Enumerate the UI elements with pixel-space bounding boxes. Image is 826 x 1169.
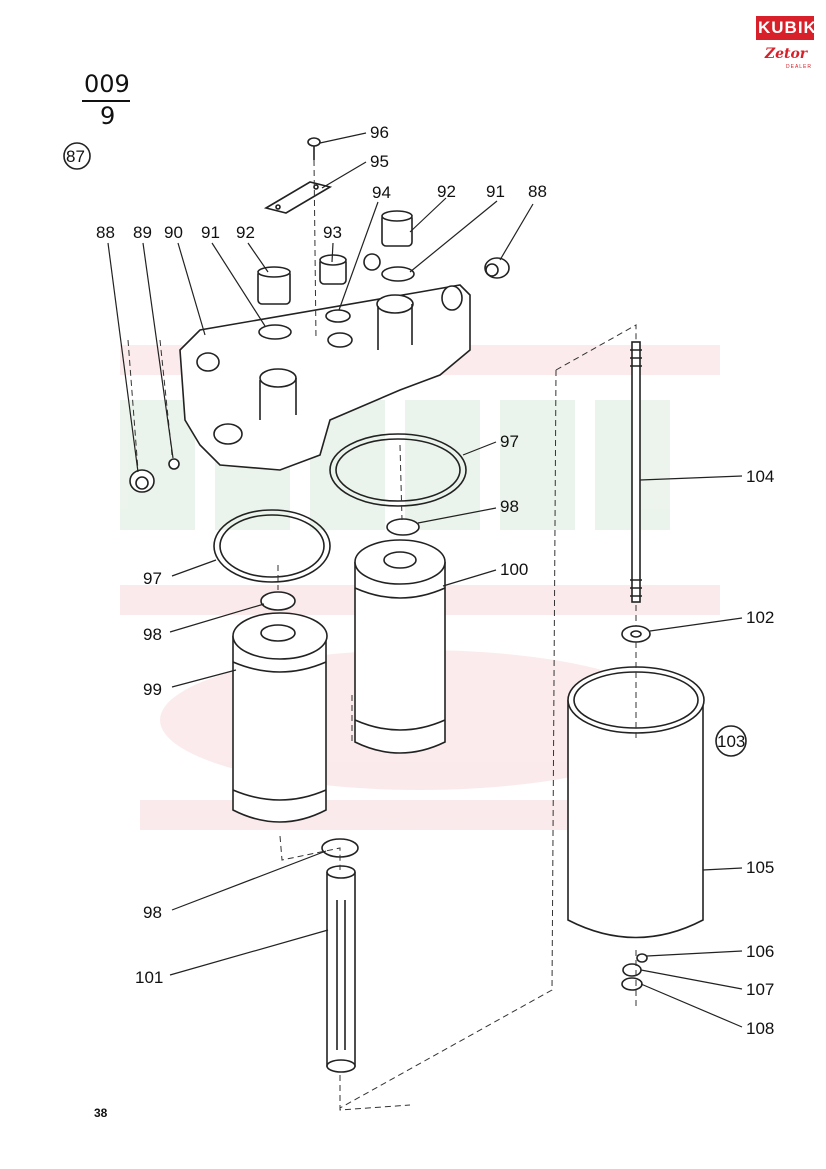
seal-94 [325, 309, 351, 323]
callout-97-right: 97 [500, 432, 519, 451]
callout-94: 94 [372, 183, 391, 202]
figure-divider [82, 100, 130, 102]
logo-brand-text: KUBIK [758, 18, 817, 37]
plug-92-right [381, 210, 413, 247]
plate-95 [263, 181, 333, 214]
callout-89: 89 [133, 223, 152, 242]
plug-88-left [129, 469, 155, 493]
tube-101 [326, 865, 356, 1073]
callout-91-right: 91 [486, 182, 505, 201]
filter-element-99 [232, 612, 328, 823]
callout-88-left: 88 [96, 223, 115, 242]
callout-101: 101 [135, 968, 163, 987]
callout-92-right: 92 [437, 182, 456, 201]
seal-98-left [260, 591, 296, 611]
logo-tagline-text: DEALER [786, 64, 813, 70]
figure-sub-number: 9 [100, 102, 116, 130]
callout-102: 102 [746, 608, 774, 627]
callout-98-upper: 98 [500, 497, 519, 516]
assembly-centerlines [127, 159, 637, 1111]
seal-91-left [258, 324, 292, 340]
callout-104: 104 [746, 467, 774, 486]
washer-108 [621, 977, 643, 991]
callout-100: 100 [500, 560, 528, 579]
callout-106: 106 [746, 942, 774, 961]
callout-98-left: 98 [143, 625, 162, 644]
callout-103: 103 [717, 732, 745, 751]
nut-107 [622, 963, 642, 977]
logo-red-box [756, 16, 814, 40]
figure-number: 009 [84, 70, 130, 98]
assembly-label-87: 87 [63, 142, 91, 170]
plug-88-right [484, 257, 510, 279]
rod-104 [630, 341, 642, 603]
callout-107: 107 [746, 980, 774, 999]
callout-87: 87 [66, 147, 85, 166]
assembly-label-103 [715, 725, 747, 757]
callout-98-lower: 98 [143, 903, 162, 922]
bowl-105 [567, 666, 705, 939]
filter-head-housing-90 [179, 253, 471, 471]
screw-96 [307, 137, 321, 160]
callout-93: 93 [323, 223, 342, 242]
callout-90: 90 [164, 223, 183, 242]
callout-97-left: 97 [143, 569, 162, 588]
washer-102 [621, 625, 651, 643]
brand-logo: KUBIK Zetor DEALER [756, 16, 816, 72]
callout-88-right: 88 [528, 182, 547, 201]
callout-95: 95 [370, 152, 389, 171]
callout-108: 108 [746, 1019, 774, 1038]
plug-92-left [257, 266, 291, 305]
filter-element-100 [354, 539, 446, 754]
watermark-text: DEALER [320, 793, 485, 837]
callout-91-left: 91 [201, 223, 220, 242]
callout-labels: 96 95 94 92 91 88 88 89 90 91 92 93 97 9… [96, 123, 774, 1038]
washer-89 [168, 458, 180, 470]
seal-98-upper-right [386, 518, 420, 536]
seal-106 [636, 953, 648, 963]
callout-96: 96 [370, 123, 389, 142]
callout-105: 105 [746, 858, 774, 877]
page-number: 38 [94, 1106, 108, 1120]
logo-subbrand-text: Zetor [764, 46, 808, 62]
callout-92-left: 92 [236, 223, 255, 242]
seal-91-right [381, 266, 415, 282]
oring-97-left [213, 509, 331, 583]
plug-93 [319, 254, 347, 285]
oring-97-right [329, 433, 467, 507]
leader-lines [107, 132, 743, 1028]
callout-99: 99 [143, 680, 162, 699]
